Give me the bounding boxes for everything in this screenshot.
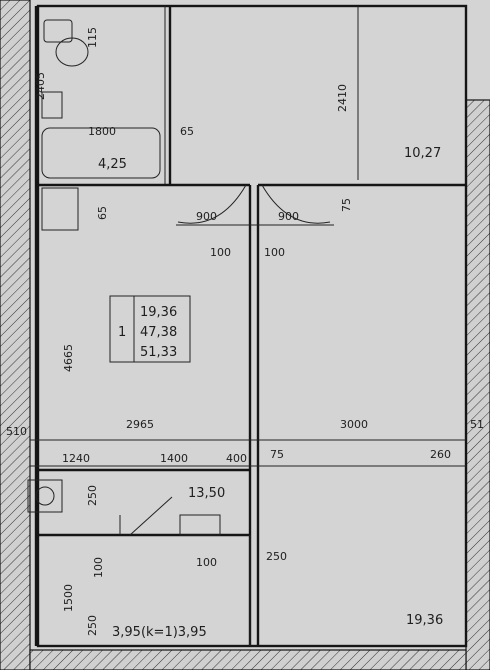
right-exterior-wall [465,99,490,670]
small-sink-icon [41,91,63,119]
stove-burner-icon [35,486,55,506]
dim-100-closet: 100 [92,557,105,578]
dim-250-closet: 250 [86,615,99,636]
summary-total-with-balcony: 51,33 [140,345,177,360]
stove-icon [27,479,63,513]
dim-900-left: 900 [196,210,217,223]
dim-2405: 2405 [34,72,47,100]
summary-living: 19,36 [140,305,177,320]
dim-900-right: 900 [278,210,299,223]
closet-door-leaf [129,496,173,536]
dim-4665: 4665 [62,344,75,372]
bath-area: 4,25 [98,157,127,172]
dim-1500: 1500 [62,584,75,612]
kitchen-area: 10,27 [404,146,441,161]
apartment-outline [36,4,468,648]
dim-2410: 2410 [336,84,349,112]
dim-100-balcony: 100 [196,556,217,569]
dim-510: 510 [6,425,27,438]
dim-3000: 3000 [340,418,368,431]
room-area: 19,36 [406,613,443,628]
summary-total: 47,38 [140,325,177,340]
bathtub-icon [41,127,161,179]
dim-1800: 1800 [88,125,116,138]
dim-250-hall: 250 [86,485,99,506]
dim-1240: 1240 [62,452,90,465]
dim-65-top: 65 [180,125,194,138]
dim-51: 51 [470,418,484,431]
dim-115: 115 [86,27,99,48]
door-left-swing [177,184,247,224]
toilet-tank [43,19,73,43]
closet-door-frame [179,514,221,536]
summary-box [109,295,191,363]
dim-75-top: 75 [340,198,353,212]
door-right-swing [261,184,331,224]
dim-75-mid: 75 [270,448,284,461]
dim-100-left: 100 [210,246,231,259]
dim-1400: 1400 [160,452,188,465]
washbasin-icon [41,187,79,231]
dim-400: 400 [226,452,247,465]
hall-area: 13,50 [188,486,225,501]
dim-65-left: 65 [96,206,109,220]
dim-2965: 2965 [126,418,154,431]
summary-index: 1 [118,325,126,340]
dim-100-right: 100 [264,246,285,259]
dim-250-room: 250 [266,550,287,563]
balcony-area: 3,95(k=1)3,95 [112,625,207,640]
left-exterior-wall [0,0,31,670]
bottom-exterior-wall [29,649,467,670]
toilet-bowl-icon [55,37,89,67]
dim-260: 260 [430,448,451,461]
